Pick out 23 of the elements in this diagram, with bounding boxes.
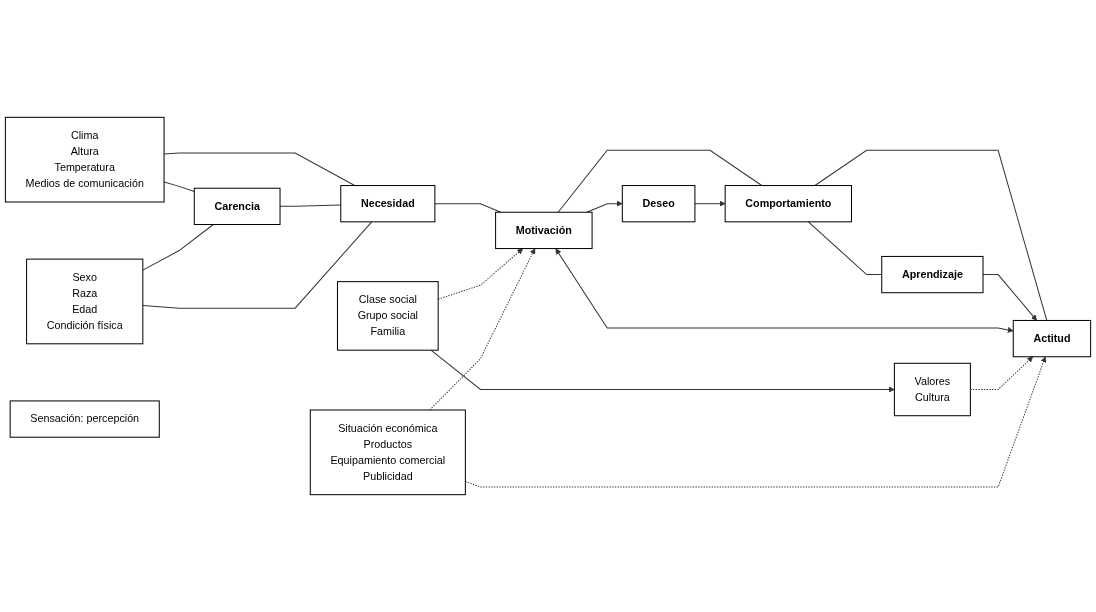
node-box: Necesidad	[340, 185, 436, 223]
connector	[814, 149, 1048, 321]
node-box: Sensación: percepción	[9, 400, 160, 438]
arrow	[694, 200, 726, 207]
node-box: Situación económica Productos Equipamiento comercial Publicidad	[309, 409, 466, 496]
connector	[142, 224, 214, 271]
node-box: Motivación	[495, 211, 593, 250]
arrow	[555, 248, 1014, 333]
node-box: Carencia	[193, 187, 281, 225]
arrow	[429, 248, 536, 411]
node-box: Sexo Raza Edad Condición física	[26, 258, 144, 345]
arrow	[430, 349, 895, 393]
node-box: Deseo	[621, 185, 696, 223]
node-box: Valores Cultura	[893, 362, 971, 417]
connector	[434, 203, 502, 213]
node-box: Clima Altura Temperatura Medios de comunicación	[4, 116, 165, 203]
node-box: Actitud	[1012, 319, 1092, 358]
connector	[557, 149, 763, 213]
node-box: Clase social Grupo social Familia	[336, 281, 439, 351]
connector	[142, 221, 373, 309]
arrow	[586, 200, 623, 213]
node-box: Comportamiento	[724, 185, 852, 223]
node-box: Aprendizaje	[881, 255, 984, 294]
